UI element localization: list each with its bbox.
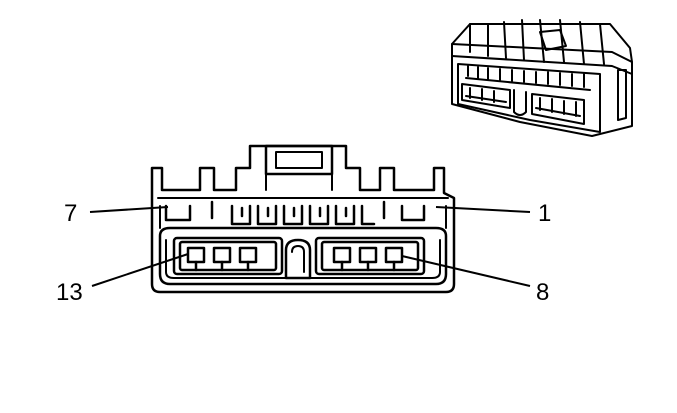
leader-lines — [89, 206, 531, 287]
connector-face-view — [150, 144, 456, 294]
housing-outline — [150, 144, 456, 294]
lower-left-cavity — [172, 236, 284, 276]
leader-line-1 — [435, 206, 531, 213]
leader-line-7 — [89, 206, 169, 213]
connector-isometric-view — [451, 19, 633, 137]
lower-right-cavity — [314, 236, 426, 276]
leader-line-13 — [91, 253, 189, 287]
pin-label-8: 8 — [536, 279, 549, 306]
pin-label-7: 7 — [64, 200, 77, 227]
leader-line-8 — [401, 255, 531, 287]
pin-label-1: 1 — [538, 200, 551, 227]
upper-pin-row — [164, 200, 426, 226]
pin-label-13: 13 — [56, 279, 83, 306]
